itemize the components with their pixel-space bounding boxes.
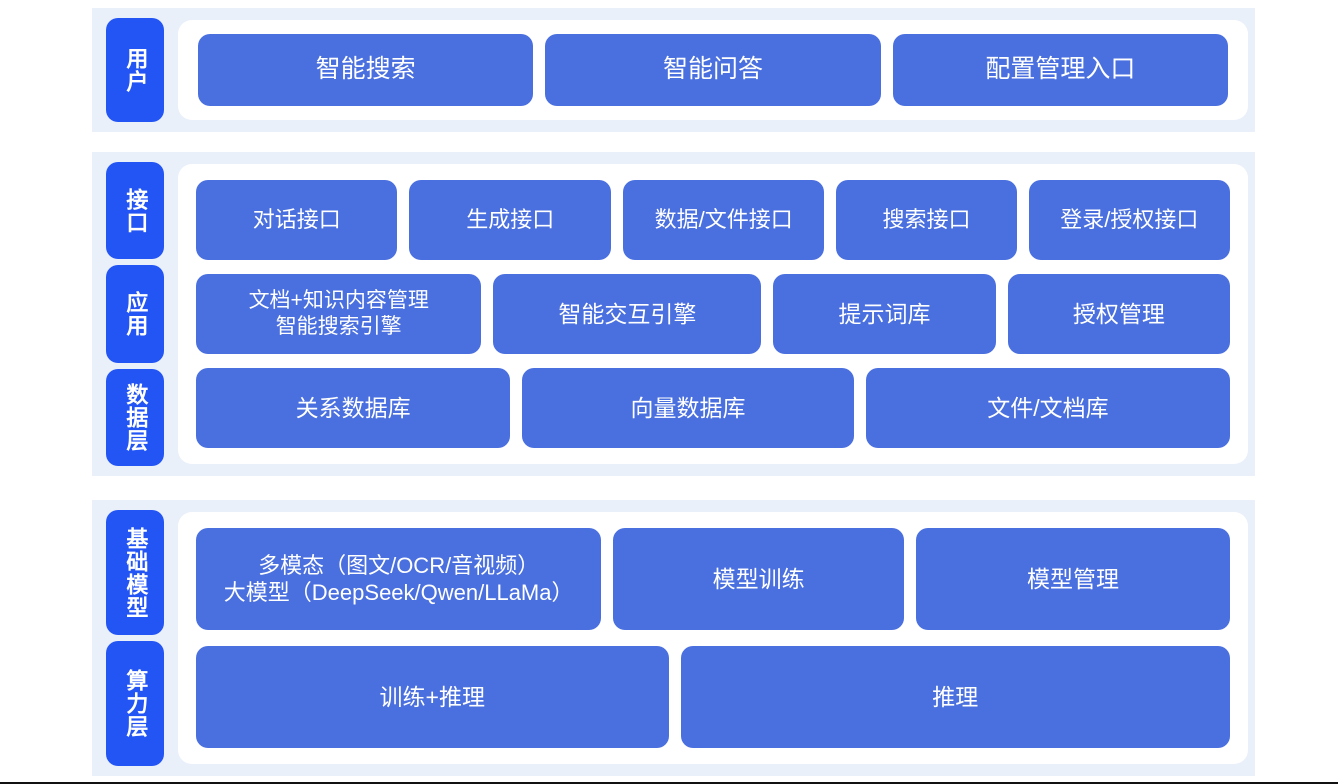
node-model-training[interactable]: 模型训练 — [613, 528, 904, 630]
band-user: 用户 智能搜索 智能问答 配置管理入口 — [92, 8, 1255, 132]
node-doc-knowledge-management[interactable]: 文档+知识内容管理 智能搜索引擎 — [196, 274, 482, 354]
side-tab-user[interactable]: 用户 — [106, 18, 164, 122]
band-infra-sidebar: 基础模型 算力层 — [92, 500, 178, 776]
row-user-entries: 智能搜索 智能问答 配置管理入口 — [198, 34, 1228, 106]
band-infra: 基础模型 算力层 多模态（图文/OCR/音视频） 大模型（DeepSeek/Qw… — [92, 500, 1255, 776]
node-relational-database[interactable]: 关系数据库 — [196, 368, 511, 448]
node-vector-database[interactable]: 向量数据库 — [522, 368, 854, 448]
node-dialog-api[interactable]: 对话接口 — [196, 180, 398, 260]
side-tab-application[interactable]: 应用 — [106, 265, 164, 363]
band-platform: 接口 应用 数据层 对话接口 生成接口 数据/文件接口 搜索接口 登录/授权接口… — [92, 152, 1255, 476]
node-smart-qa[interactable]: 智能问答 — [545, 34, 881, 106]
node-training-inference[interactable]: 训练+推理 — [196, 646, 669, 748]
side-tab-data-layer[interactable]: 数据层 — [106, 368, 164, 466]
row-application: 文档+知识内容管理 智能搜索引擎 智能交互引擎 提示词库 授权管理 — [196, 274, 1230, 354]
side-tab-compute-layer[interactable]: 算力层 — [106, 641, 164, 766]
page-bottom-edge — [0, 782, 1338, 784]
row-interface: 对话接口 生成接口 数据/文件接口 搜索接口 登录/授权接口 — [196, 180, 1230, 260]
band-platform-sidebar: 接口 应用 数据层 — [92, 152, 178, 476]
side-tab-interface[interactable]: 接口 — [106, 162, 164, 260]
node-file-document-store[interactable]: 文件/文档库 — [865, 368, 1231, 448]
row-data: 关系数据库 向量数据库 文件/文档库 — [196, 368, 1231, 448]
band-user-sidebar: 用户 — [92, 8, 178, 132]
node-data-file-api[interactable]: 数据/文件接口 — [622, 180, 825, 260]
band-user-card: 智能搜索 智能问答 配置管理入口 — [178, 20, 1248, 120]
node-config-management-entry[interactable]: 配置管理入口 — [892, 34, 1228, 106]
node-smart-interaction-engine[interactable]: 智能交互引擎 — [493, 274, 762, 354]
band-infra-card: 多模态（图文/OCR/音视频） 大模型（DeepSeek/Qwen/LLaMa）… — [178, 512, 1248, 764]
side-tab-base-model[interactable]: 基础模型 — [106, 510, 164, 635]
row-compute: 训练+推理 推理 — [196, 646, 1230, 748]
row-base-model: 多模态（图文/OCR/音视频） 大模型（DeepSeek/Qwen/LLaMa）… — [196, 528, 1231, 630]
node-search-api[interactable]: 搜索接口 — [836, 180, 1017, 260]
node-authorization-management[interactable]: 授权管理 — [1007, 274, 1230, 354]
node-prompt-library[interactable]: 提示词库 — [773, 274, 996, 354]
node-smart-search[interactable]: 智能搜索 — [198, 34, 534, 106]
band-platform-card: 对话接口 生成接口 数据/文件接口 搜索接口 登录/授权接口 文档+知识内容管理… — [178, 164, 1248, 464]
node-generation-api[interactable]: 生成接口 — [409, 180, 611, 260]
node-login-auth-api[interactable]: 登录/授权接口 — [1028, 180, 1230, 260]
node-multimodal-large-model[interactable]: 多模态（图文/OCR/音视频） 大模型（DeepSeek/Qwen/LLaMa） — [196, 528, 602, 630]
node-model-management[interactable]: 模型管理 — [915, 528, 1231, 630]
node-inference[interactable]: 推理 — [680, 646, 1230, 748]
